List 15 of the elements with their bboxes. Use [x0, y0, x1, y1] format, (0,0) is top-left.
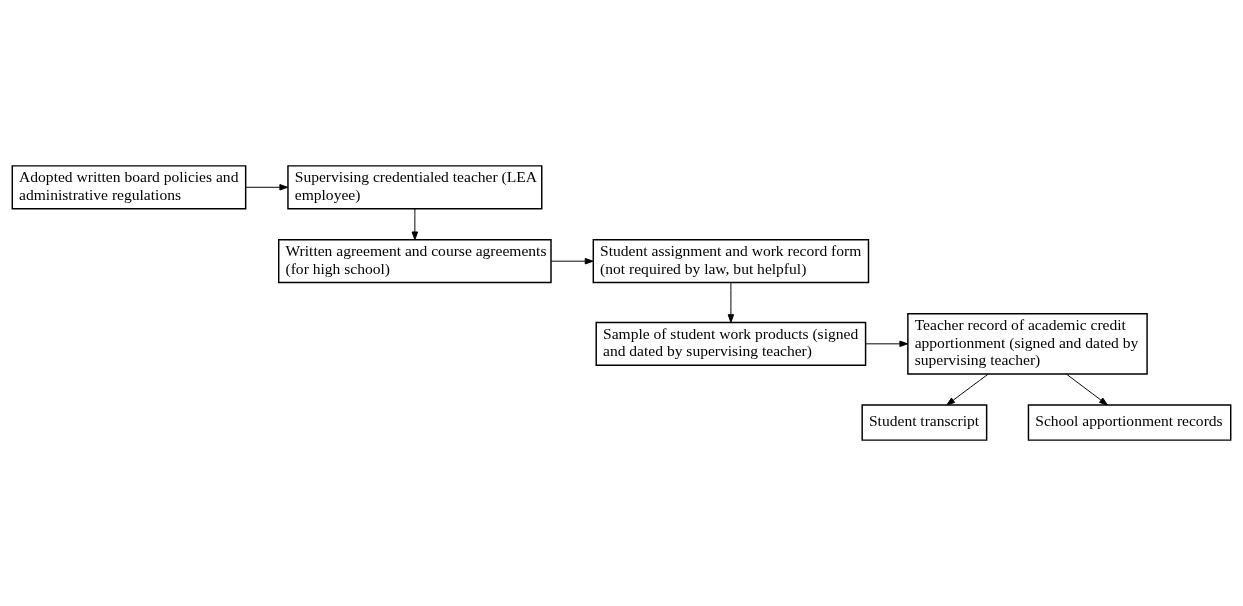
arrow [865, 340, 909, 348]
node-box: Student transcript [861, 404, 988, 441]
node-box: Supervising credentialed teacher (LEA employee) [287, 165, 543, 210]
node-box: Teacher record of academic credit apportionment (signed and dated by supervising teacher) [907, 312, 1148, 375]
arrow [550, 257, 594, 265]
node-box: School apportionment records [1027, 404, 1232, 441]
arrow [1065, 373, 1108, 406]
node-box: Adopted written board policies and administrative regulations [11, 165, 247, 210]
node-box: Sample of student work products (signed and dated by supervising teacher) [595, 321, 867, 366]
arrow [411, 208, 419, 241]
node-box: Student assignment and work record form (not required by law, but helpful) [592, 239, 870, 284]
node-box: Written agreement and course agreements (for high school) [278, 239, 552, 284]
arrow [727, 282, 735, 323]
arrow [245, 184, 289, 191]
arrow [946, 373, 989, 406]
